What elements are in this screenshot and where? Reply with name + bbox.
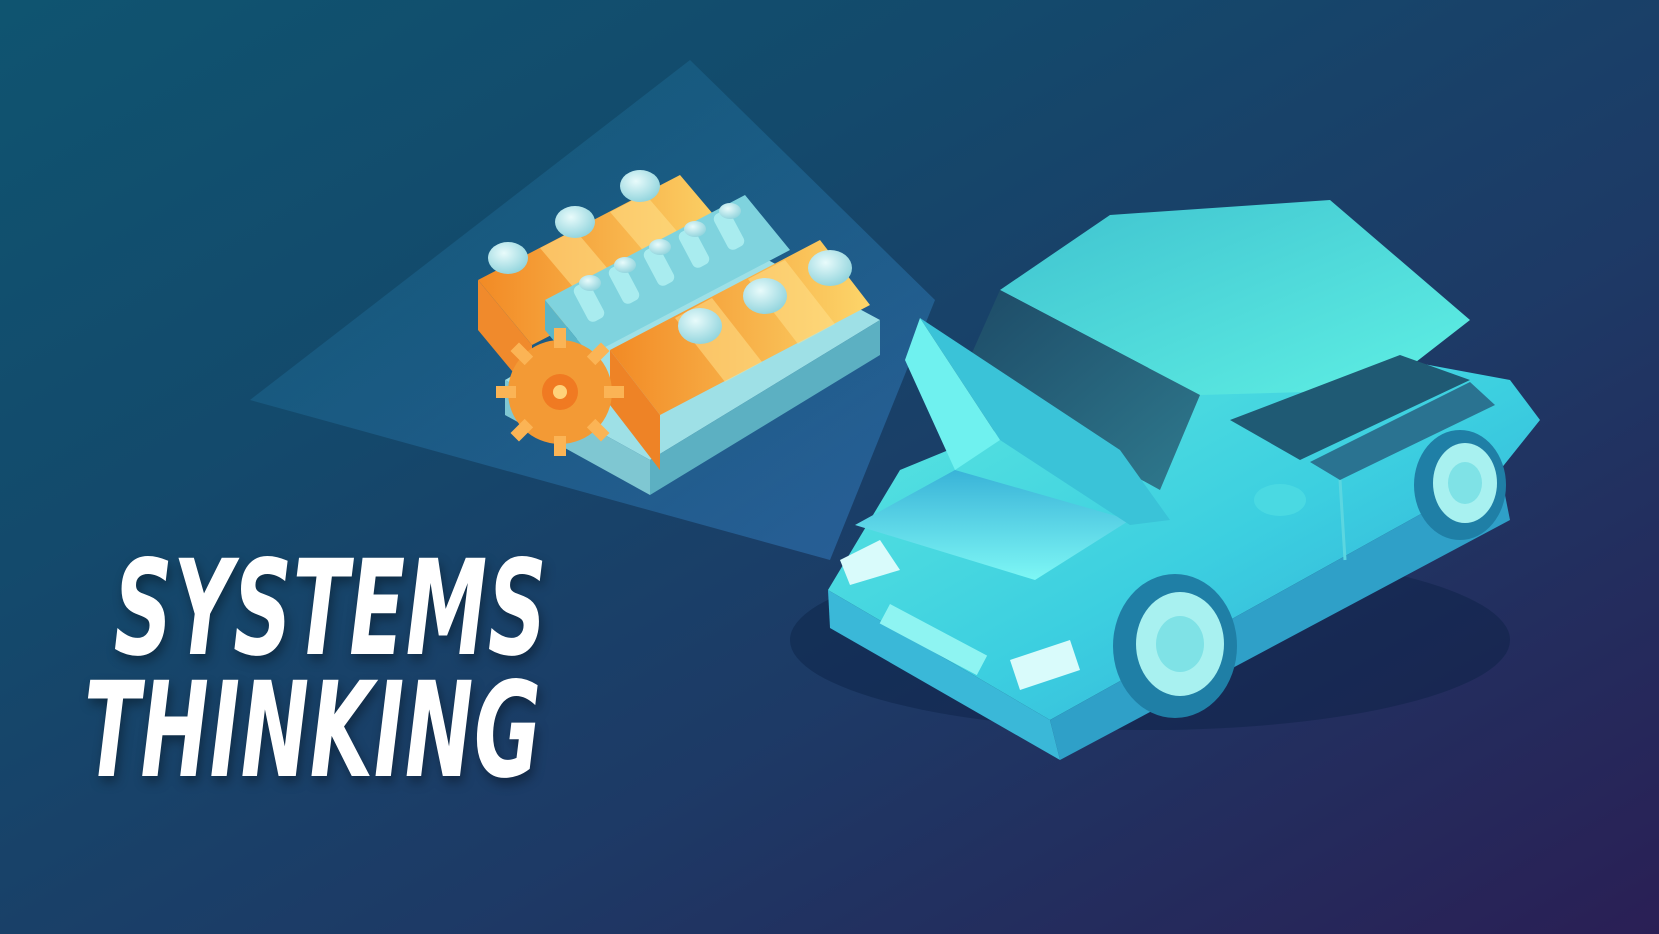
title-line-1: SYSTEMS [113,532,548,686]
car-icon [790,200,1540,760]
engine-block-icon [478,170,880,495]
page-title: SYSTEMS THINKING [84,532,548,808]
title-line-2: THINKING [84,654,542,808]
